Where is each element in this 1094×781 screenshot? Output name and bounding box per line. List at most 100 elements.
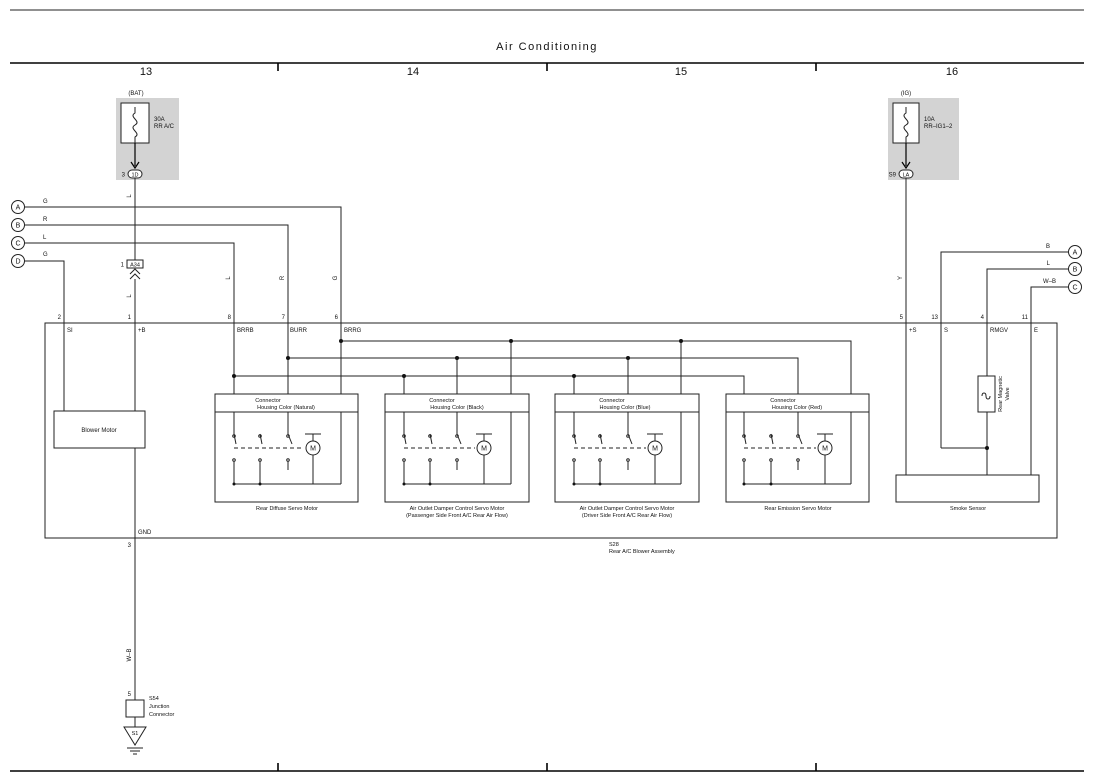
pin-name: SI: [67, 328, 73, 334]
junction-dot: [339, 339, 343, 343]
fuse-source-label: (BAT): [128, 91, 143, 97]
switch-contact: [287, 433, 293, 445]
blower-motor-box: [53, 410, 146, 449]
pin-name: GND: [138, 530, 152, 536]
smoke-sensor-label: Smoke Sensor: [950, 506, 986, 512]
housing-color-label: Housing Color (Blue): [599, 405, 650, 411]
servo-bus-lines: [232, 323, 852, 394]
junction-dot: [626, 356, 630, 360]
fuse-rr-ig1-2: (IG) 10A RR–IG1–2 LA S9: [888, 91, 959, 180]
servo-name: Air Outlet Damper Control Servo Motor: [580, 506, 675, 512]
wire-color-label: L: [43, 235, 47, 241]
pin-number: 2: [58, 315, 62, 321]
wire-color-label: B: [1046, 244, 1050, 250]
servo-internal-circuit: M: [572, 412, 682, 486]
fuse-icon: [132, 107, 138, 143]
switch-contact: [627, 433, 633, 445]
connector-label: 1D: [131, 173, 138, 179]
servo-internal-circuit: M: [742, 412, 852, 486]
pin-name: S: [944, 328, 948, 334]
pin-name: BRRB: [237, 328, 254, 334]
pin-number: 1: [128, 315, 132, 321]
blower-assembly-box: [44, 322, 1058, 539]
pin-name: RMGV: [990, 328, 1008, 334]
switch-contact: [403, 433, 407, 445]
wire-b-l: [986, 268, 1069, 323]
assembly-code: S28: [609, 542, 619, 548]
ref-letter: C: [15, 241, 20, 248]
column-number: 15: [675, 66, 687, 78]
junction-connector-label: Connector: [149, 712, 175, 718]
wire-b-r: [24, 224, 289, 323]
connector-label: LA: [903, 173, 910, 179]
battery-feed-wire: L A34 1 L: [121, 178, 144, 411]
terminal-arrow-icon: [901, 161, 911, 170]
blower-motor-label: Blower Motor: [81, 428, 116, 434]
switch-contact: [599, 433, 603, 445]
connector-label: Connector: [255, 398, 281, 404]
wire-a-g: [24, 206, 342, 323]
assembly-name: Rear A/C Blower Assembly: [609, 549, 675, 555]
fuse-name: RR A/C: [154, 124, 175, 130]
column-number: 14: [407, 66, 419, 78]
wire-color-label: Y: [898, 276, 904, 280]
pin-number: 4: [981, 315, 985, 321]
wire-color-label: G: [333, 275, 339, 280]
pin-number: 6: [335, 315, 339, 321]
wire-color-label: W–B: [1043, 279, 1056, 285]
junction-connector-box: [125, 699, 145, 718]
wire-c-l: [24, 242, 235, 323]
fuse-rating: 30A: [154, 117, 165, 123]
ref-letter: C: [1072, 285, 1077, 292]
magnetic-valve-label: Valve: [1005, 387, 1011, 400]
switch-contact: [429, 433, 433, 445]
wire-color-label: G: [43, 199, 48, 205]
junction-dot: [985, 446, 989, 450]
terminal-arrow-icon: [130, 161, 140, 170]
ground-point-label: S1: [132, 731, 139, 737]
pin-number: 3: [128, 543, 132, 549]
pin-number: 1: [121, 263, 125, 269]
fuse-rr-ac: (BAT) 30A RR A/C 1D 3: [116, 91, 179, 180]
bus-brrb: [234, 375, 745, 394]
junction-connector-code: S54: [149, 696, 159, 702]
switch-contact: [573, 433, 577, 445]
junction-dot: [572, 374, 576, 378]
junction-dot: [455, 356, 459, 360]
pin-name: BRRG: [344, 328, 362, 334]
magnetic-valve-label: Rear Magnetic: [998, 376, 1004, 412]
magnetic-valve-box: [977, 375, 996, 413]
wire-color-label: L: [1047, 261, 1051, 267]
housing-color-label: Housing Color (Natural): [257, 405, 315, 411]
smoke-sensor-circuit: Rear Magnetic Valve Smoke Sensor: [895, 323, 1040, 512]
junction-dot: [509, 339, 513, 343]
wire-color-label: R: [280, 275, 286, 280]
connector-label: Connector: [429, 398, 455, 404]
ref-letter: B: [16, 223, 21, 230]
wire-a-b: [940, 251, 1069, 323]
ref-letter: A: [16, 205, 21, 212]
servo-motor-passenger-air-outlet: Connector Housing Color (Black) M: [384, 393, 530, 519]
pin-number: 3: [122, 173, 126, 179]
pin-name: +B: [138, 328, 146, 334]
servo-motor-rear-emission: Connector Housing Color (Red) M: [725, 393, 870, 512]
pin-name: +S: [909, 328, 917, 334]
junction-label: A34: [130, 263, 140, 269]
in-line-connector-icon: [129, 268, 141, 280]
junction-dot: [232, 374, 236, 378]
ref-letter: A: [1073, 250, 1078, 257]
servo-name-sub: (Passenger Side Front A/C Rear Air Flow): [406, 513, 508, 519]
servo-motor-driver-air-outlet: Connector Housing Color (Blue) M: [554, 393, 700, 519]
wire-c-wb: [1030, 286, 1069, 323]
left-reference-wires: A B C D G R L G: [11, 199, 342, 323]
column-number: 16: [946, 66, 958, 78]
switch-contact: [770, 433, 774, 445]
ground-point-icon: [123, 726, 147, 746]
motor-symbol: M: [822, 446, 828, 453]
ref-letter: D: [15, 259, 20, 266]
motor-symbol: M: [652, 446, 658, 453]
fuse-rating: 10A: [924, 117, 935, 123]
connector-label: Connector: [770, 398, 796, 404]
junction-dot: [286, 356, 290, 360]
